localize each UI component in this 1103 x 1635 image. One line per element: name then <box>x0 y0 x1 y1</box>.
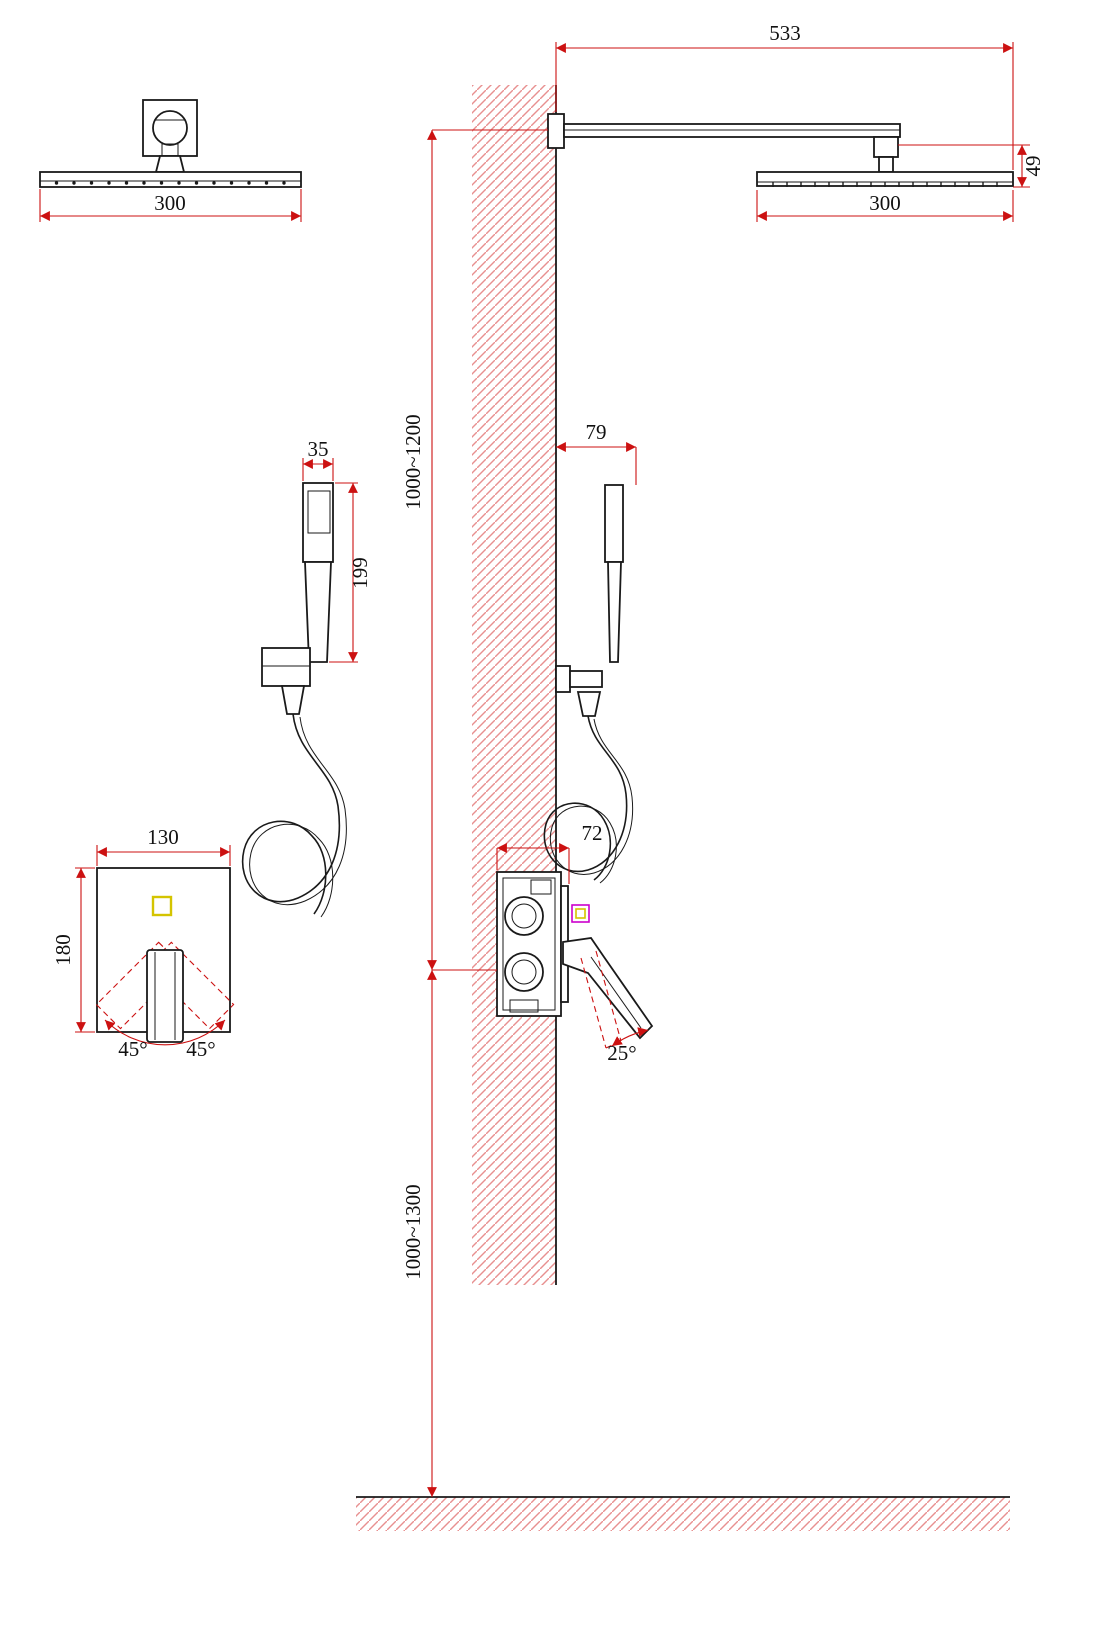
valve-cartridge <box>530 879 552 895</box>
shower-nozzles-front <box>46 181 296 186</box>
head-stem <box>878 156 894 173</box>
mixer-valve-front-view: 45° 45° <box>95 867 235 1061</box>
hand-shower-handle-front <box>304 561 332 663</box>
swing-arc <box>104 1019 226 1046</box>
shower-hose-front <box>241 713 341 915</box>
shower-nozzles-side <box>760 182 1010 187</box>
valve-lever-front <box>146 949 184 1043</box>
hand-shower-side-view <box>543 484 634 884</box>
dim-head-width-front: 300 <box>154 191 186 215</box>
valve-outlet <box>509 999 539 1013</box>
lever-tilt-label: 25° <box>607 1041 636 1065</box>
floor-section <box>356 1496 1010 1531</box>
arm-elbow <box>873 136 899 158</box>
dim-hand-shower-offset: 79 <box>586 420 607 444</box>
mixer-valve-side-view: 25° <box>496 871 654 1065</box>
rain-shower-side-view <box>547 113 1014 187</box>
wall-flange-front <box>142 99 198 157</box>
dim-hand-shower-length: 199 <box>348 557 372 589</box>
swing-left-label: 45° <box>118 1037 147 1061</box>
valve-body-side <box>496 871 562 1017</box>
hose-connector-side <box>576 691 602 717</box>
dim-valve-plate-height: 180 <box>51 934 75 966</box>
hand-shower-front-view <box>241 482 347 918</box>
holder-arm-side <box>569 670 603 688</box>
dim-valve-install-height: 1000~1300 <box>401 1184 425 1279</box>
hand-shower-head-side <box>604 484 624 563</box>
holder-wall-plate-side <box>555 665 571 693</box>
floor-hatch <box>356 1497 1010 1531</box>
hand-shower-spray-face <box>307 490 331 534</box>
dimension-annotations: 533 300 49 300 35 199 79 72 <box>39 21 1045 1497</box>
wall-hatch <box>472 85 556 1285</box>
wall-section <box>472 85 557 1285</box>
hand-shower-handle-side <box>607 561 622 663</box>
wall-flange-side <box>547 113 565 149</box>
dim-head-install-height: 1000~1200 <box>401 414 425 509</box>
lever-tilt-arc <box>611 1027 649 1047</box>
diverter-button-side <box>571 904 590 923</box>
valve-inlet-top <box>504 896 544 936</box>
valve-lever-side <box>562 937 654 1040</box>
shower-hose-side <box>543 715 628 881</box>
hose-connector-front <box>280 685 306 715</box>
dim-hand-shower-width: 35 <box>308 437 329 461</box>
swing-right-label: 45° <box>186 1037 215 1061</box>
dim-valve-plate-width: 130 <box>147 825 179 849</box>
head-connector-front <box>154 155 186 173</box>
wall-holder-front <box>261 647 311 687</box>
rain-shower-front-view <box>39 99 302 188</box>
dim-valve-depth: 72 <box>582 821 603 845</box>
arm-circle-front <box>152 110 188 146</box>
dim-arm-length: 533 <box>769 21 801 45</box>
valve-inlet-bottom <box>504 952 544 992</box>
dim-head-width-side: 300 <box>869 191 901 215</box>
lever-tilt-ghost <box>580 957 607 1049</box>
diverter-button <box>151 895 173 917</box>
handle-swing-right-ghost <box>95 941 184 1030</box>
dim-head-drop: 49 <box>1021 156 1045 177</box>
